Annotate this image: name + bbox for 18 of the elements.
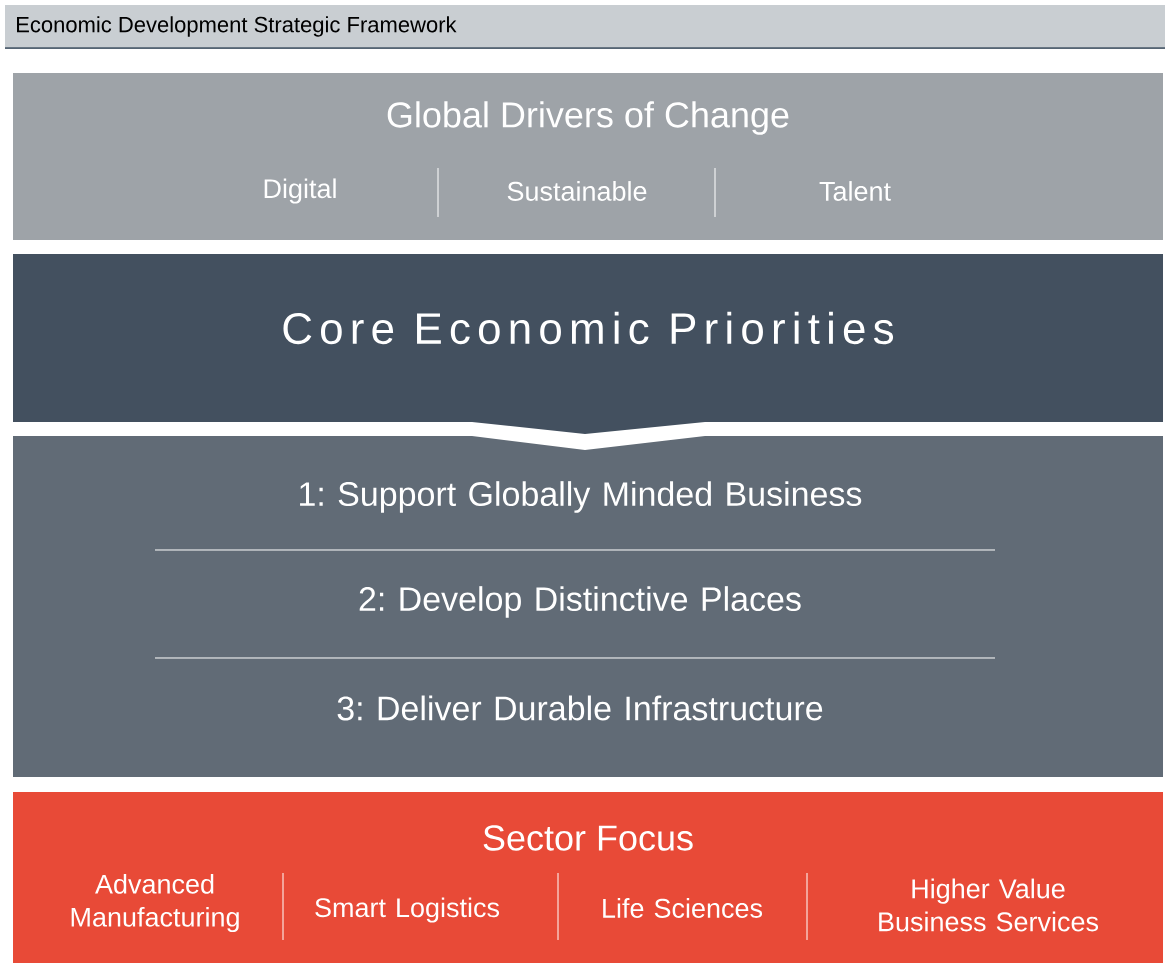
band [13,73,1163,240]
band-item: 3: Deliver Durable Infrastructure [337,695,823,721]
title-bar: Economic Development Strategic Framework [4,5,1165,49]
band-item: Life Sciences [603,898,763,918]
band-item: Smart Logistics [315,897,500,923]
band-item: Sustainable [507,181,647,201]
band-item: Higher Value Business Services [879,878,1099,932]
band-item: Digital [264,178,336,204]
band [13,436,1163,777]
band-heading: Core Economic Priorities [283,311,894,345]
band-item: 2: Develop Distinctive Places [359,586,801,618]
band-heading: Sector Focus [483,825,693,851]
band-item: Talent [819,181,891,201]
band [13,254,1163,434]
band-item: Advanced Manufacturing [71,873,239,933]
band [13,792,1163,963]
band-heading: Global Drivers of Change [387,101,789,135]
band-item: 1: Support Globally Minded Business [300,481,862,513]
